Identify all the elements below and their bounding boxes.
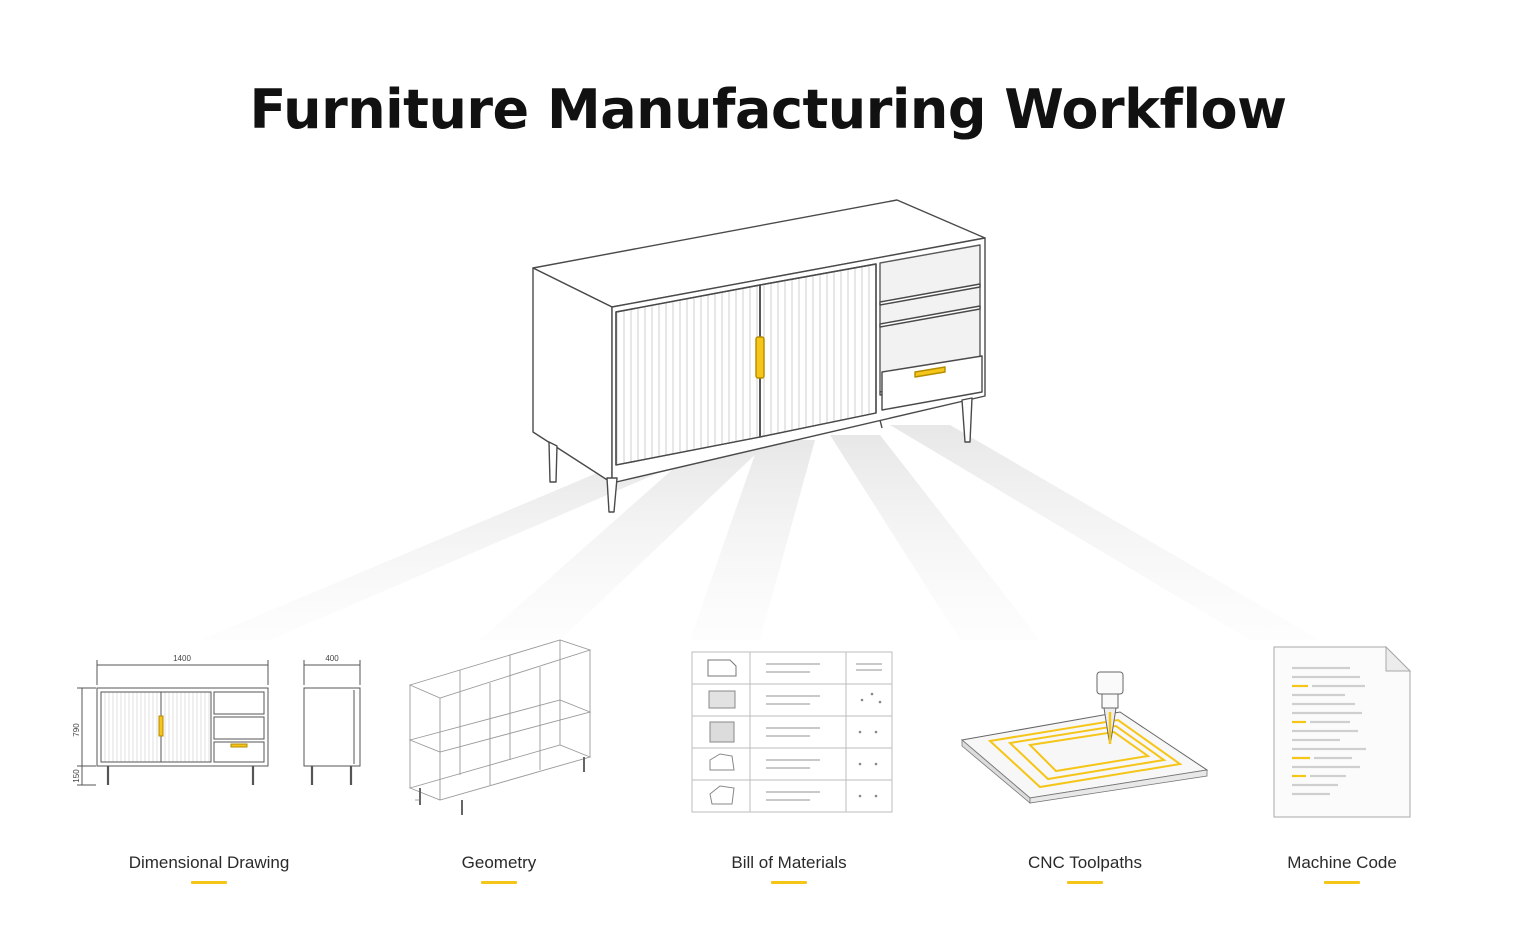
step-label-dimensional-drawing: Dimensional Drawing xyxy=(128,853,290,872)
step-label-cnc-toolpaths: CNC Toolpaths xyxy=(1027,853,1143,872)
step-label-bill-of-materials: Bill of Materials xyxy=(731,853,847,872)
cnc-toolpath-icon xyxy=(960,671,1209,804)
step-underline xyxy=(1324,881,1360,884)
step-underline xyxy=(1067,881,1103,884)
step-label-machine-code: Machine Code xyxy=(1287,853,1397,872)
dimensional-drawing-icon xyxy=(77,660,361,786)
step-underline xyxy=(771,881,807,884)
wireframe-geometry-icon xyxy=(408,639,592,815)
gcode-document-icon xyxy=(1273,645,1412,818)
height-dimension: 790 xyxy=(72,723,81,737)
step-underline xyxy=(191,881,227,884)
step-underline xyxy=(481,881,517,884)
light-rays xyxy=(200,425,1320,640)
sideboard-illustration xyxy=(532,199,986,513)
bom-table-icon xyxy=(691,651,893,813)
width-dimension: 1400 xyxy=(173,654,191,663)
depth-dimension: 400 xyxy=(325,654,339,663)
page-title: Furniture Manufacturing Workflow xyxy=(249,78,1287,141)
leg-dimension: 150 xyxy=(72,769,81,783)
step-label-geometry: Geometry xyxy=(461,853,537,872)
